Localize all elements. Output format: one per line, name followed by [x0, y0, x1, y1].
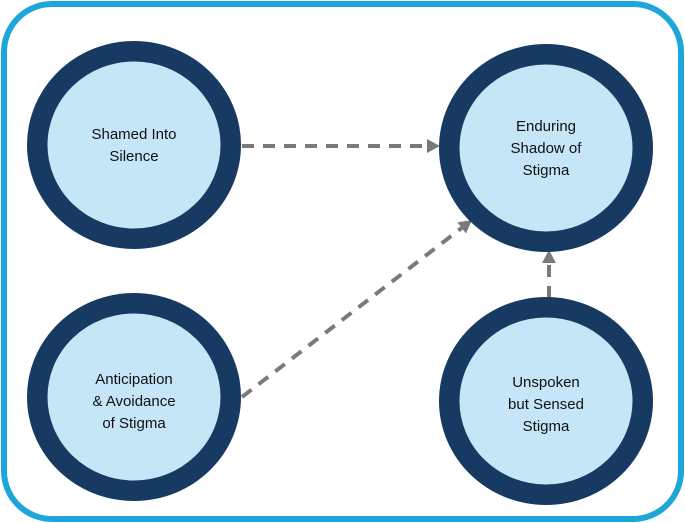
edges-layer: [240, 139, 556, 399]
arrowhead-anticipation-to-enduring: [457, 220, 472, 234]
node-label-unspoken-line-2: but Sensed: [508, 396, 584, 413]
node-label-unspoken-line-1: Unspoken: [512, 374, 580, 391]
node-label-anticipation-line-1: Anticipation: [95, 371, 173, 388]
node-unspoken-but-sensed-stigma: Unspoken but Sensed Stigma: [439, 297, 653, 505]
node-shamed-into-silence: Shamed Into Silence: [27, 41, 241, 249]
node-label-enduring-line-3: Stigma: [523, 162, 570, 179]
node-enduring-shadow-of-stigma: Enduring Shadow of Stigma: [439, 44, 653, 252]
edge-anticipation-to-enduring: [240, 226, 463, 399]
node-label-unspoken-line-3: Stigma: [523, 418, 570, 435]
arrowhead-shamed-to-enduring: [427, 139, 440, 153]
node-label-shamed-line-2: Silence: [109, 148, 158, 165]
node-label-enduring-line-2: Shadow of: [511, 140, 583, 157]
node-label-anticipation-line-3: of Stigma: [102, 415, 166, 432]
arrowhead-unspoken-to-enduring: [542, 250, 556, 263]
node-label-enduring-line-1: Enduring: [516, 118, 576, 135]
node-anticipation-avoidance-of-stigma: Anticipation & Avoidance of Stigma: [27, 293, 241, 501]
node-label-shamed-line-1: Shamed Into: [91, 126, 176, 143]
node-label-anticipation-line-2: & Avoidance: [92, 393, 175, 410]
